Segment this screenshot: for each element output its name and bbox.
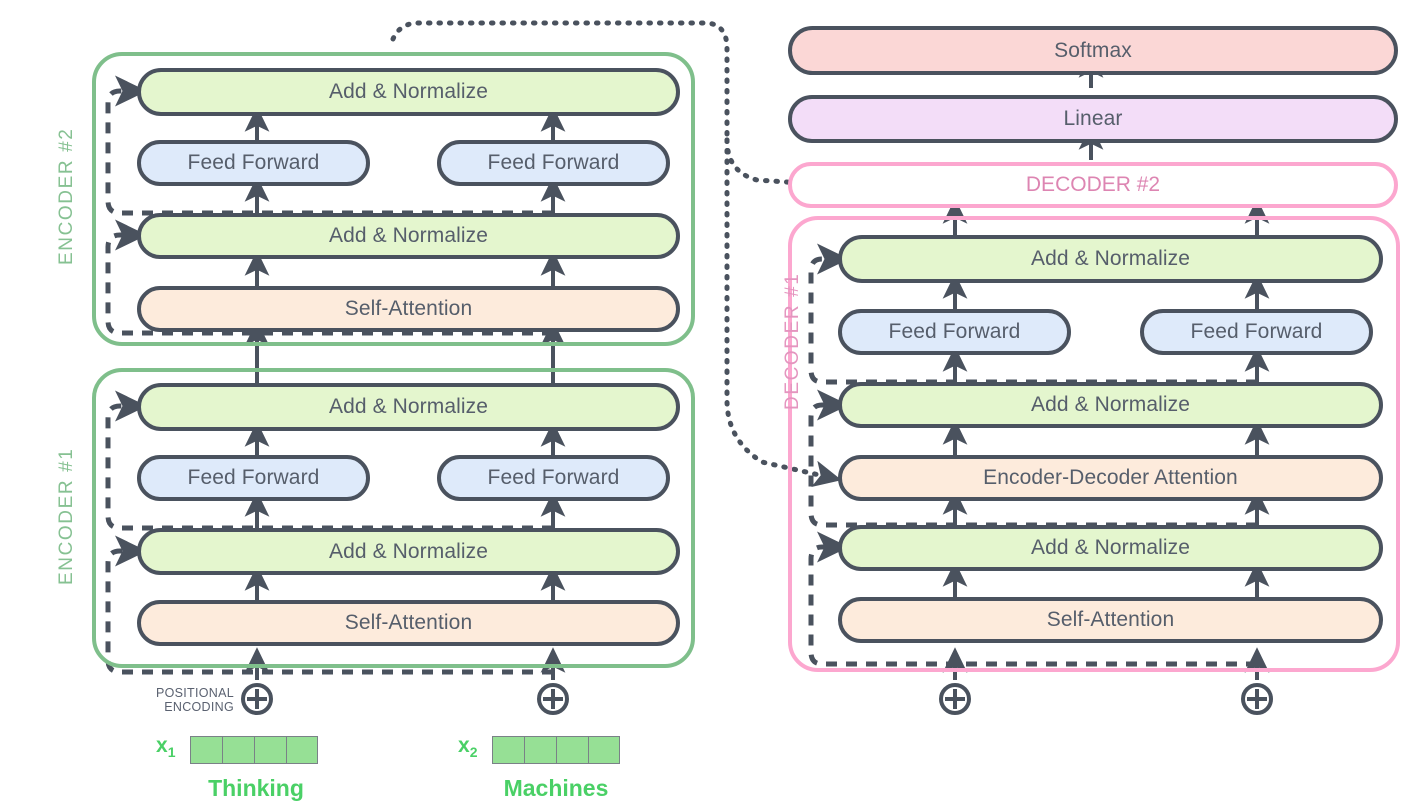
encoder-1-feed-forward-left[interactable]: Feed Forward bbox=[137, 455, 370, 501]
decoder-1-self-attention[interactable]: Self-Attention bbox=[838, 597, 1383, 643]
encoder-2-label: ENCODER #2 bbox=[56, 127, 77, 265]
embedding-cell bbox=[588, 736, 620, 764]
linear-block[interactable]: Linear bbox=[788, 95, 1398, 143]
positional-encoding-adders bbox=[241, 683, 1273, 715]
token-1-word: Thinking bbox=[208, 775, 304, 801]
token-2-vector-index: 2 bbox=[469, 744, 478, 761]
decoder-1-add-normalize-top[interactable]: Add & Normalize bbox=[838, 235, 1383, 283]
decoder-1-label: DECODER #1 bbox=[782, 272, 803, 410]
token-2-embedding-vector bbox=[492, 736, 620, 764]
embedding-cell bbox=[254, 736, 286, 764]
encoder-2-add-normalize-top[interactable]: Add & Normalize bbox=[137, 68, 680, 116]
embedding-cell bbox=[286, 736, 318, 764]
softmax-block[interactable]: Softmax bbox=[788, 26, 1398, 75]
embedding-cell bbox=[524, 736, 556, 764]
embedding-cell bbox=[556, 736, 588, 764]
token-1-vector-label: x1 bbox=[156, 734, 176, 761]
positional-encoding-line-2: ENCODING bbox=[164, 700, 234, 714]
encoder-1-add-normalize-top[interactable]: Add & Normalize bbox=[137, 383, 680, 431]
decoder-1-feed-forward-right[interactable]: Feed Forward bbox=[1140, 309, 1373, 355]
positional-encoding-label: POSITIONAL ENCODING bbox=[138, 686, 234, 714]
decoder-1-add-normalize-bottom[interactable]: Add & Normalize bbox=[838, 525, 1383, 571]
encoder-2-self-attention[interactable]: Self-Attention bbox=[137, 286, 680, 332]
decoder-1-encoder-decoder-attention[interactable]: Encoder-Decoder Attention bbox=[838, 455, 1383, 501]
token-1-vector-index: 1 bbox=[167, 744, 176, 761]
positional-encoding-line-1: POSITIONAL bbox=[155, 686, 234, 700]
encoder-2-add-normalize-bottom[interactable]: Add & Normalize bbox=[137, 213, 680, 259]
decoder-1-container bbox=[788, 216, 1400, 672]
encoder-1-self-attention[interactable]: Self-Attention bbox=[137, 600, 680, 646]
encoder-2-feed-forward-left[interactable]: Feed Forward bbox=[137, 140, 370, 186]
token-1-embedding-vector bbox=[190, 736, 318, 764]
encoder-1-container bbox=[92, 368, 695, 668]
embedding-cell bbox=[492, 736, 524, 764]
encoder-2-feed-forward-right[interactable]: Feed Forward bbox=[437, 140, 670, 186]
decoder-1-feed-forward-left[interactable]: Feed Forward bbox=[838, 309, 1071, 355]
encoder-1-feed-forward-right[interactable]: Feed Forward bbox=[437, 455, 670, 501]
decoder-1-add-normalize-mid[interactable]: Add & Normalize bbox=[838, 382, 1383, 428]
token-2-word: Machines bbox=[503, 775, 609, 801]
encoder-1-label: ENCODER #1 bbox=[56, 447, 77, 585]
encoder-2-container bbox=[92, 52, 695, 346]
embedding-cell bbox=[222, 736, 254, 764]
embedding-cell bbox=[190, 736, 222, 764]
decoder-2-collapsed-block[interactable]: DECODER #2 bbox=[788, 162, 1398, 208]
encoder-1-add-normalize-bottom[interactable]: Add & Normalize bbox=[137, 528, 680, 575]
token-2-vector-label: x2 bbox=[458, 734, 478, 761]
